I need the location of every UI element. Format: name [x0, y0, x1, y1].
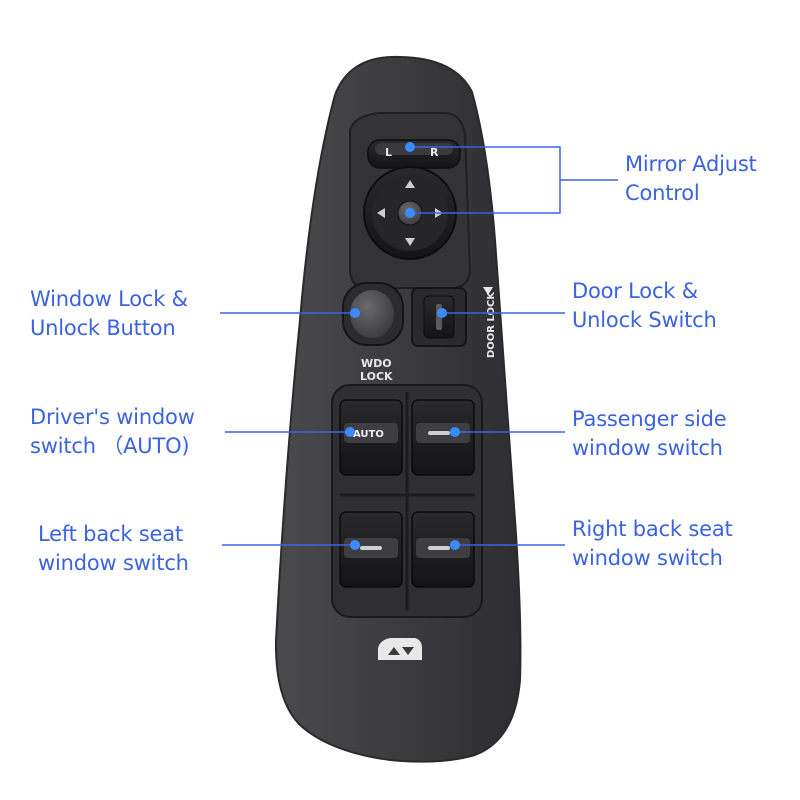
passenger-window-switch[interactable] [411, 399, 475, 476]
wdo-label: WDO [361, 357, 392, 370]
callout-left-back-window: Left back seat window switch [38, 520, 189, 578]
callout-driver-line1: Driver's window [30, 405, 195, 429]
callout-driver-line2: switch （AUTO) [30, 434, 190, 458]
callout-mirror-line2: Control [625, 181, 700, 205]
callout-passenger-line1: Passenger side [572, 407, 727, 431]
right-back-window-switch[interactable] [411, 511, 475, 588]
mirror-l-label: L [385, 146, 392, 159]
callout-right-back-line1: Right back seat [572, 517, 733, 541]
callout-window-lock-line2: Unlock Button [30, 316, 176, 340]
callout-mirror-line1: Mirror Adjust [625, 152, 757, 176]
callout-left-back-line1: Left back seat [38, 522, 183, 546]
callout-window-lock: Window Lock & Unlock Button [30, 285, 188, 343]
callout-door-lock-line2: Unlock Switch [572, 308, 717, 332]
mirror-r-label: R [430, 146, 439, 159]
arrow-up-icon [405, 180, 415, 188]
door-lock-label: DOOR LOCK [486, 291, 497, 358]
driver-window-switch[interactable]: AUTO [339, 399, 403, 476]
lock-label: LOCK [360, 370, 393, 383]
arrow-down-icon [405, 238, 415, 246]
callout-door-lock: Door Lock & Unlock Switch [572, 277, 717, 335]
triangle-down-icon [483, 287, 493, 295]
left-back-window-switch[interactable] [339, 511, 403, 588]
callout-lines [220, 146, 618, 546]
callout-passenger-line2: window switch [572, 436, 723, 460]
callout-mirror-adjust: Mirror Adjust Control [625, 150, 757, 208]
auto-label: AUTO [353, 429, 384, 440]
callout-driver-window: Driver's window switch （AUTO) [30, 403, 195, 461]
callout-dots [345, 142, 460, 550]
arrow-left-icon [377, 208, 385, 218]
callout-right-back-line2: window switch [572, 546, 723, 570]
window-symbol-icon [378, 638, 422, 660]
callout-left-back-line2: window switch [38, 551, 189, 575]
window-lock-button[interactable] [342, 282, 404, 346]
callout-right-back-window: Right back seat window switch [572, 515, 733, 573]
callout-window-lock-line1: Window Lock & [30, 287, 188, 311]
callout-passenger-window: Passenger side window switch [572, 405, 727, 463]
callout-door-lock-line1: Door Lock & [572, 279, 698, 303]
